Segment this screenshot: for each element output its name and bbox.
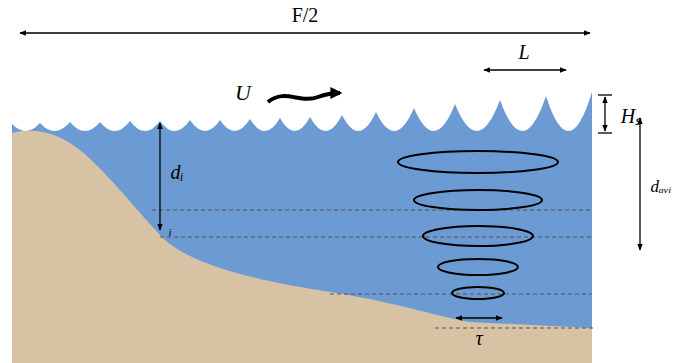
vortex-ellipses — [398, 151, 558, 299]
dimension-label: dᵢ — [170, 162, 183, 182]
wind-arrow — [268, 93, 340, 102]
dimension-label: i — [168, 227, 171, 238]
dimension-label: dₐᵥᵢ — [651, 178, 672, 195]
dimension-arrows — [20, 33, 640, 318]
dimension-label: U — [235, 82, 251, 104]
dimension-label: L — [518, 42, 529, 62]
dimension-label: Hₛ — [621, 106, 641, 126]
dimension-label: τ — [475, 328, 482, 348]
depth-lines — [152, 210, 596, 328]
water-body — [12, 92, 592, 363]
dimension-label: F/2 — [292, 5, 319, 25]
